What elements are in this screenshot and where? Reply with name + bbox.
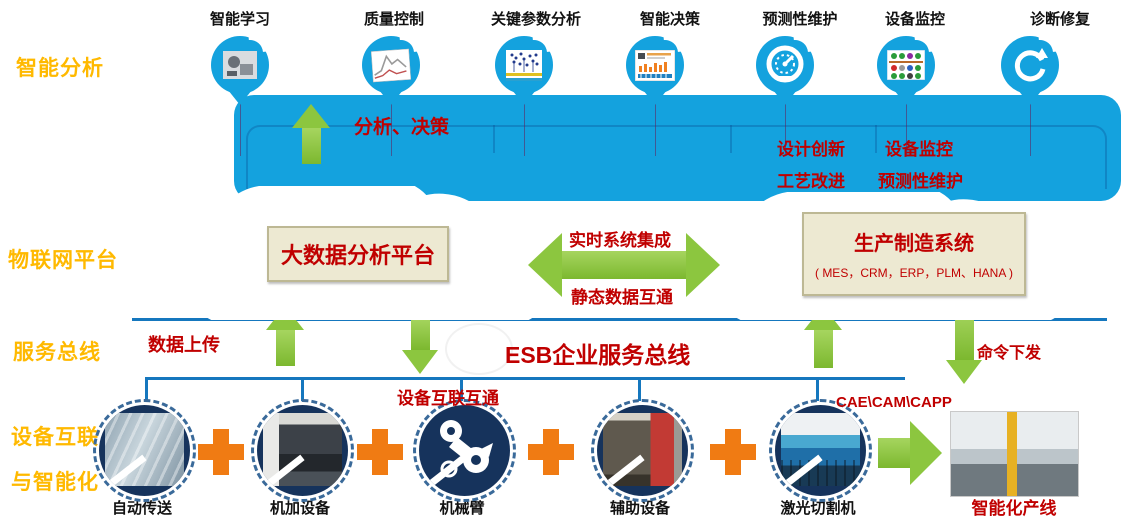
realtime-integration-label: 实时系统集成 xyxy=(569,231,671,250)
device-label: 机加设备 xyxy=(269,500,331,517)
row-label-device-2: 与智能化 xyxy=(11,471,99,494)
machining-device xyxy=(251,399,354,502)
download-arrow-left xyxy=(402,318,438,374)
machine-learning-circle xyxy=(211,36,269,94)
parameter-analysis-circle xyxy=(495,36,553,94)
row-label-service-bus: 服务总线 xyxy=(13,341,101,364)
big-data-platform-title: 大数据分析平台 xyxy=(280,243,435,268)
device-label: 激光切割机 xyxy=(780,500,856,517)
parameter-scatter-icon xyxy=(506,49,542,81)
top-icon-label: 智能学习 xyxy=(209,11,271,28)
command-dispatch-label: 命令下发 xyxy=(977,345,1042,362)
analysis-up-arrow xyxy=(292,104,330,164)
predictive-maintenance-circle xyxy=(756,36,814,94)
gauge-icon xyxy=(766,45,804,83)
icon-stem xyxy=(240,96,241,156)
plus-icon xyxy=(198,429,244,475)
integration-double-arrow xyxy=(528,233,720,297)
row-label-iot-platform: 物联网平台 xyxy=(8,249,118,272)
icon-stem xyxy=(906,96,907,156)
manufacturing-system-subtitle: ( MES，CRM，ERP，PLM、HANA ) xyxy=(814,266,1014,280)
conveyor-device xyxy=(93,399,196,502)
analysis-band: 分析、决策 设计创新 设备监控 工艺改进 预测性维护 xyxy=(234,95,1121,201)
download-arrow-right xyxy=(946,310,982,384)
top-icon-label: 关键参数分析 xyxy=(490,11,582,28)
watermark xyxy=(445,323,513,375)
band-divider xyxy=(875,125,877,153)
dashboard-icon xyxy=(635,49,675,81)
robot-photo-icon xyxy=(223,51,257,79)
decision-circle xyxy=(626,36,684,94)
design-innovation-label: 设计创新 xyxy=(777,140,845,159)
icon-stem xyxy=(391,96,392,156)
device-label: 辅助设备 xyxy=(609,500,671,517)
big-data-platform-box: 大数据分析平台 xyxy=(267,226,449,282)
robot-arm-icon xyxy=(440,420,493,478)
band-divider xyxy=(493,125,495,153)
recycle-icon xyxy=(1014,48,1048,82)
smart-production-line-photo xyxy=(950,411,1079,497)
equipment-monitoring-circle xyxy=(877,36,935,94)
icon-stem xyxy=(655,96,656,156)
process-improve-label: 工艺改进 xyxy=(777,172,845,191)
device-label: 自动传送 xyxy=(111,500,173,517)
device-label: 机械臂 xyxy=(439,500,485,517)
quality-control-circle xyxy=(362,36,420,94)
row-label-analysis: 智能分析 xyxy=(16,57,104,80)
top-icon-label: 设备监控 xyxy=(884,11,946,28)
predictive-maintain-label: 预测性维护 xyxy=(878,172,963,191)
plus-icon xyxy=(357,429,403,475)
laser-cutter-device xyxy=(769,399,872,502)
esb-bus-line xyxy=(132,318,1107,321)
static-data-label: 静态数据互通 xyxy=(571,288,673,307)
analysis-decision-label: 分析、决策 xyxy=(354,117,450,138)
esb-title: ESB企业服务总线 xyxy=(505,342,691,368)
row-label-device-1: 设备互联 xyxy=(11,426,99,449)
top-icon-label: 质量控制 xyxy=(363,11,425,28)
top-icon-label: 预测性维护 xyxy=(762,11,838,28)
cae-cam-capp-label: CAE\CAM\CAPP xyxy=(836,394,952,411)
output-arrow xyxy=(878,421,942,485)
diagnosis-repair-circle xyxy=(1001,36,1059,94)
device-interconnect-label: 设备互联互通 xyxy=(397,389,499,408)
robot-arm-device xyxy=(413,399,516,502)
band-divider xyxy=(730,125,732,153)
equipment-monitor-label: 设备监控 xyxy=(885,140,953,159)
data-upload-label: 数据上传 xyxy=(148,335,220,355)
plus-icon xyxy=(528,429,574,475)
icon-stem xyxy=(785,96,786,156)
quality-chart-icon xyxy=(370,48,412,82)
plus-icon xyxy=(710,429,756,475)
top-icon-label: 智能决策 xyxy=(639,11,701,28)
smart-production-line-label: 智能化产线 xyxy=(971,499,1057,518)
device-bracket-line xyxy=(145,377,905,380)
auxiliary-device xyxy=(591,399,694,502)
band-bracket-line xyxy=(246,125,1107,189)
top-icon-label: 诊断修复 xyxy=(1029,11,1091,28)
icon-stem xyxy=(1030,96,1031,156)
status-grid-icon xyxy=(887,50,925,80)
icon-stem xyxy=(524,96,525,156)
manufacturing-system-box: 生产制造系统 ( MES，CRM，ERP，PLM、HANA ) xyxy=(802,212,1026,296)
manufacturing-system-title: 生产制造系统 xyxy=(854,233,974,255)
